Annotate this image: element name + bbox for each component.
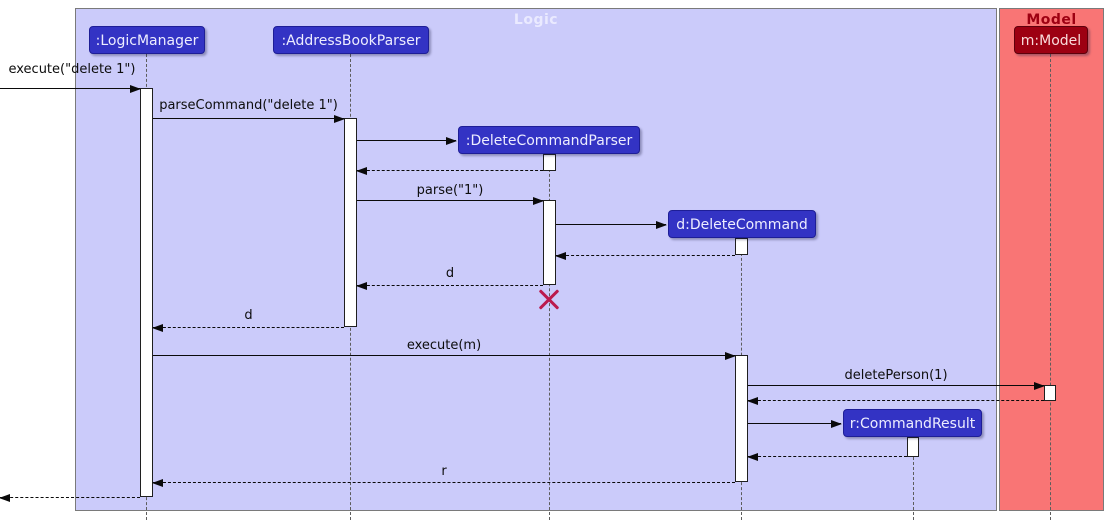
arrowhead-left-icon xyxy=(555,252,566,260)
participant-label: :AddressBookParser xyxy=(281,33,421,49)
arrowhead-left-icon xyxy=(747,453,758,461)
arrowhead-right-icon xyxy=(725,352,736,360)
message-arrow-return-create-parser xyxy=(356,167,543,175)
message-arrow-return-command-result xyxy=(747,453,907,461)
activation-delete-command-parser-parse xyxy=(543,200,556,285)
message-arrow-final-return xyxy=(0,494,140,502)
message-label-parse-command: parseCommand("delete 1") xyxy=(159,98,338,113)
participant-delete-command-parser: :DeleteCommandParser xyxy=(458,126,640,154)
message-label-execute-m: execute(m) xyxy=(406,338,482,353)
message-label-execute-delete: execute("delete 1") xyxy=(8,62,136,77)
activation-delete-command-execute xyxy=(735,355,748,482)
participant-logic-manager: :LogicManager xyxy=(89,26,205,54)
message-arrow-create-delete-command-parser xyxy=(357,137,457,145)
message-arrow-delete-person xyxy=(748,382,1045,390)
arrowhead-right-icon xyxy=(1034,382,1045,390)
message-arrow-parse-command xyxy=(153,115,345,123)
arrowhead-right-icon xyxy=(446,137,457,145)
message-arrow-execute-m xyxy=(153,352,736,360)
activation-command-result xyxy=(907,437,919,457)
message-arrow-create-delete-command xyxy=(556,221,667,229)
participant-label: :LogicManager xyxy=(95,33,199,49)
message-arrow-execute-delete xyxy=(0,85,141,93)
arrowhead-right-icon xyxy=(130,85,141,93)
arrowhead-left-icon xyxy=(152,324,163,332)
lifeline-command-result xyxy=(913,437,914,520)
message-label-parse-one: parse("1") xyxy=(416,183,484,198)
message-arrow-return-r xyxy=(152,479,735,487)
activation-model xyxy=(1044,385,1056,401)
arrowhead-left-icon xyxy=(152,479,163,487)
participant-label: d:DeleteCommand xyxy=(676,217,808,233)
message-label-return-d-to-parser: d xyxy=(445,266,455,281)
activation-address-book-parser xyxy=(344,118,357,327)
message-arrow-return-d-to-parser xyxy=(356,282,543,290)
message-arrow-return-model xyxy=(747,397,1044,405)
activation-delete-command-parser-create xyxy=(543,154,556,171)
arrowhead-left-icon xyxy=(747,397,758,405)
message-arrow-return-d-to-manager xyxy=(152,324,344,332)
arrowhead-right-icon xyxy=(656,221,667,229)
activation-delete-command-create xyxy=(735,238,748,255)
message-arrow-create-command-result xyxy=(748,420,842,428)
participant-label: r:CommandResult xyxy=(849,416,976,432)
arrowhead-right-icon xyxy=(831,420,842,428)
arrowhead-left-icon xyxy=(356,282,367,290)
participant-label: :DeleteCommandParser xyxy=(465,133,633,149)
lifeline-delete-command-parser xyxy=(549,154,550,520)
activation-logic-manager xyxy=(140,88,153,497)
participant-label: m:Model xyxy=(1020,33,1082,49)
message-arrow-return-create-command xyxy=(555,252,735,260)
arrowhead-right-icon xyxy=(334,115,345,123)
arrowhead-left-icon xyxy=(356,167,367,175)
participant-delete-command: d:DeleteCommand xyxy=(668,210,816,238)
message-label-return-r: r xyxy=(441,464,447,479)
destroy-x-icon xyxy=(538,288,560,310)
message-label-return-d-to-manager: d xyxy=(244,308,253,323)
model-frame-title: Model xyxy=(1026,12,1077,28)
model-frame: Model xyxy=(999,8,1104,511)
arrowhead-right-icon xyxy=(533,197,544,205)
arrowhead-left-icon xyxy=(0,494,10,502)
participant-address-book-parser: :AddressBookParser xyxy=(273,26,429,54)
message-arrow-parse-one xyxy=(357,197,544,205)
lifeline-model xyxy=(1050,54,1051,520)
participant-model: m:Model xyxy=(1014,26,1088,54)
message-label-delete-person: deletePerson(1) xyxy=(844,368,948,383)
logic-frame-title: Logic xyxy=(513,12,559,28)
participant-command-result: r:CommandResult xyxy=(843,409,982,437)
